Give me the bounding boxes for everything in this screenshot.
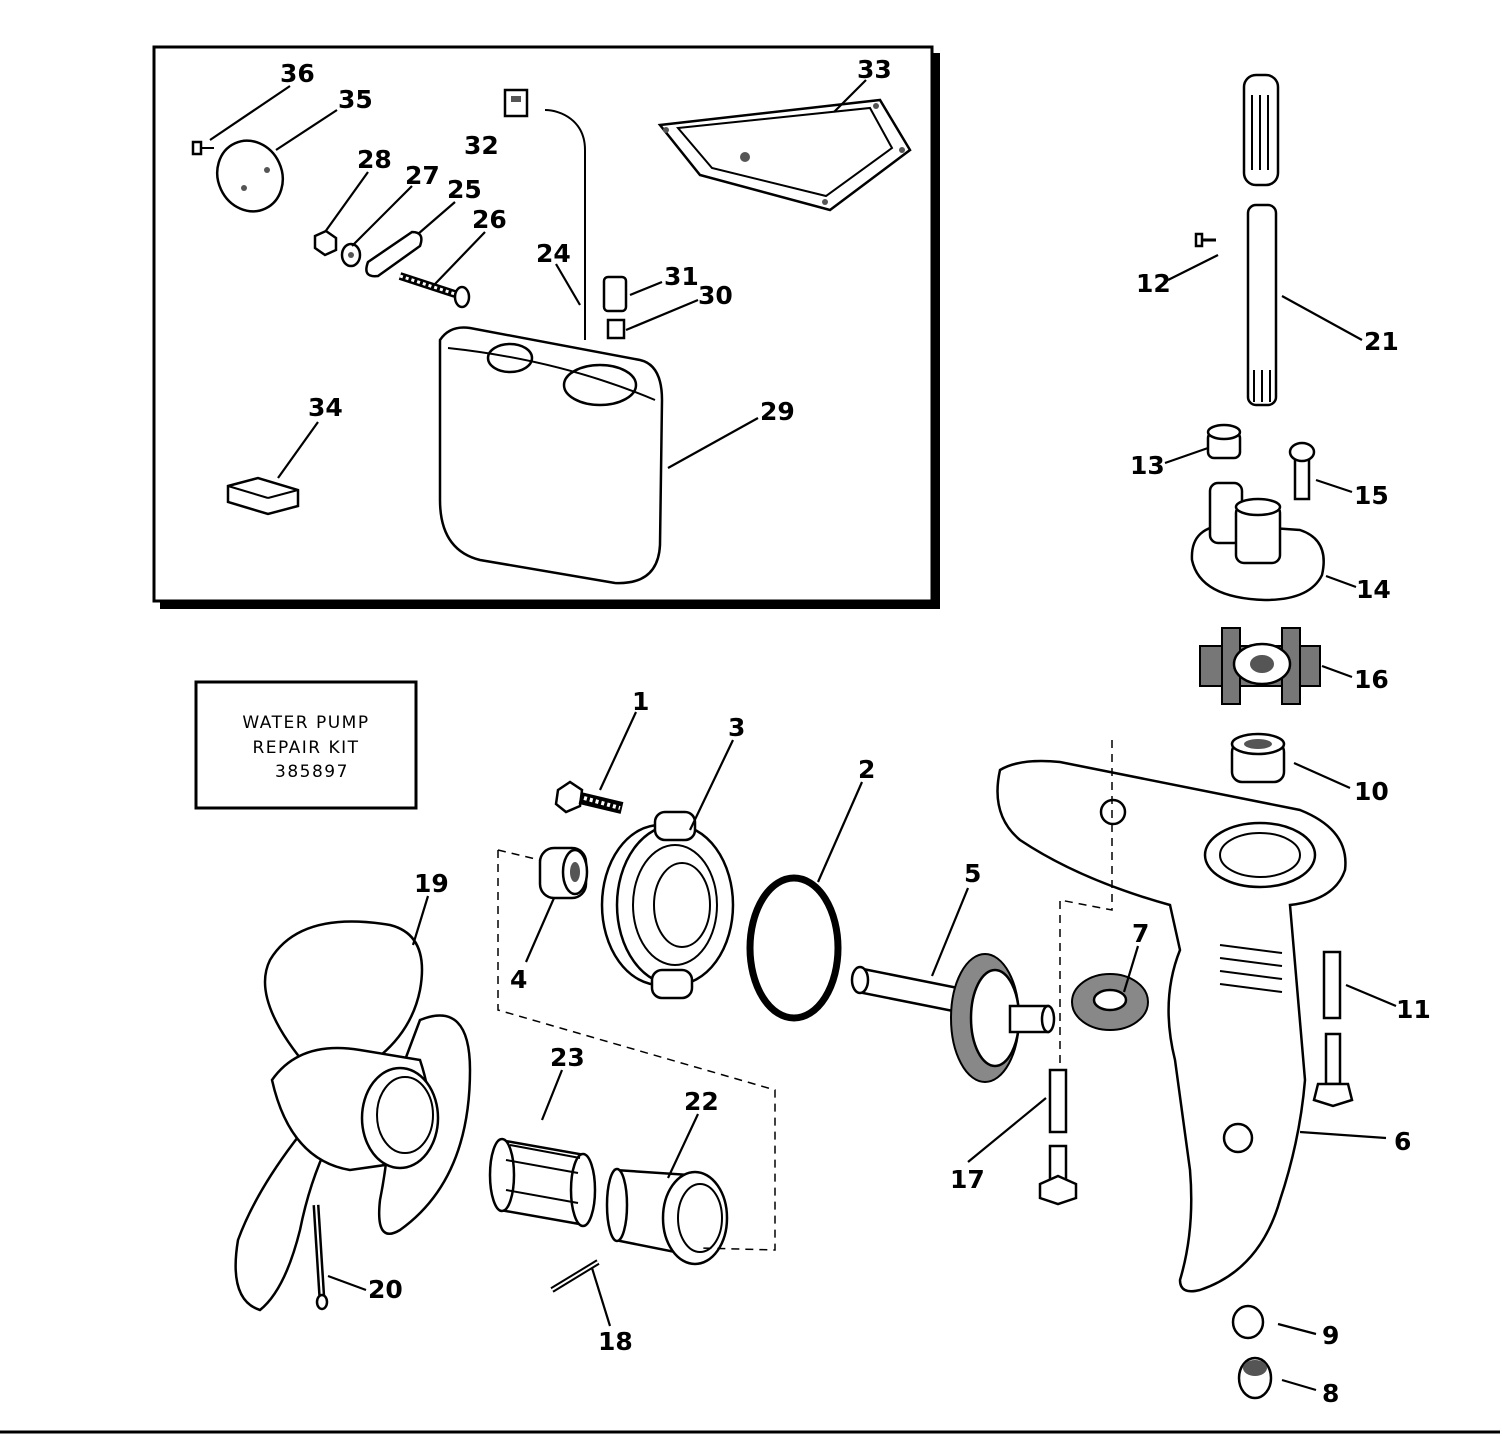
part-10-seal	[1230, 732, 1286, 784]
callout-11: 11	[1396, 995, 1431, 1024]
callout-28: 28	[357, 145, 392, 174]
callout-9: 9	[1322, 1321, 1339, 1350]
callout-27: 27	[405, 161, 440, 190]
callout-8: 8	[1322, 1379, 1339, 1408]
kit-line-1: WATER PUMP	[242, 713, 369, 733]
part-20-cotter-pin	[312, 1204, 329, 1311]
callout-33: 33	[857, 55, 892, 84]
part-26-bolt	[398, 272, 471, 309]
part-13-grommet	[1206, 423, 1242, 460]
callout-labels: 36 35 32 33 28 27 25 26 24 31 30 29 34 1…	[280, 55, 1431, 1408]
part-31-bushing	[602, 275, 628, 313]
callout-3: 3	[728, 713, 745, 742]
part-27-washer	[340, 242, 362, 268]
part-24-fuel-line	[544, 109, 586, 340]
part-23-thrust-hub	[488, 1137, 597, 1228]
part-35-cap	[215, 139, 285, 213]
part-19-propeller	[234, 920, 472, 1312]
part-14-pump-housing	[1190, 481, 1325, 602]
part-4-bearing	[538, 846, 589, 900]
callout-17: 17	[950, 1165, 985, 1194]
callout-34: 34	[308, 393, 343, 422]
callout-24: 24	[536, 239, 571, 268]
callout-22: 22	[684, 1087, 719, 1116]
leader-lines	[209, 79, 1397, 1392]
repair-kit-label: WATER PUMP REPAIR KIT 385897	[242, 713, 369, 782]
kit-line-2: REPAIR KIT	[252, 738, 359, 758]
part-12-pin	[1194, 232, 1216, 248]
callout-35: 35	[338, 85, 373, 114]
part-15-screw	[1288, 441, 1316, 501]
repair-kit-box	[194, 680, 418, 810]
part-34-block	[226, 476, 300, 516]
callout-21: 21	[1364, 327, 1399, 356]
callout-31: 31	[664, 262, 699, 291]
part-25-link	[365, 230, 423, 278]
part-21-drive-shaft	[1242, 73, 1280, 407]
callout-20: 20	[368, 1275, 403, 1304]
callout-23: 23	[550, 1043, 585, 1072]
part-2-o-ring	[746, 874, 842, 1022]
part-16-impeller	[1199, 627, 1321, 705]
part-36-screw	[191, 140, 214, 156]
part-5-propeller-shaft	[850, 953, 1056, 1083]
part-28-nut	[313, 229, 338, 257]
kit-line-3: 385897	[275, 762, 349, 782]
callout-26: 26	[472, 205, 507, 234]
part-22-thrust-washer	[605, 1167, 729, 1266]
callout-12: 12	[1136, 269, 1171, 298]
callout-25: 25	[447, 175, 482, 204]
part-3-bearing-housing	[600, 810, 735, 1000]
callout-2: 2	[858, 755, 875, 784]
part-32-connector	[503, 88, 529, 118]
callout-16: 16	[1354, 665, 1389, 694]
callout-7: 7	[1132, 919, 1149, 948]
part-30-fitting	[606, 318, 626, 340]
part-11-stud	[1312, 950, 1354, 1108]
callout-29: 29	[760, 397, 795, 426]
callout-1: 1	[632, 687, 649, 716]
callout-13: 13	[1130, 451, 1165, 480]
part-18-pin	[550, 1259, 600, 1293]
part-7-pinion-gear	[1071, 973, 1149, 1031]
part-29-fuel-tank	[438, 326, 664, 585]
callout-30: 30	[698, 281, 733, 310]
callout-10: 10	[1354, 777, 1389, 806]
callout-14: 14	[1356, 575, 1391, 604]
assembly-guide-lines	[497, 740, 1113, 1251]
callout-32: 32	[464, 131, 499, 160]
callout-5: 5	[964, 859, 981, 888]
part-17-stud	[1038, 1068, 1078, 1206]
callout-4: 4	[510, 965, 527, 994]
callout-18: 18	[598, 1327, 633, 1356]
callout-6: 6	[1394, 1127, 1411, 1156]
callout-19: 19	[414, 869, 449, 898]
part-6-gearcase	[996, 759, 1347, 1293]
part-8-plug	[1237, 1356, 1273, 1400]
part-1-bolt	[554, 780, 624, 814]
part-9-washer	[1231, 1304, 1265, 1340]
callout-36: 36	[280, 59, 315, 88]
callout-15: 15	[1354, 481, 1389, 510]
